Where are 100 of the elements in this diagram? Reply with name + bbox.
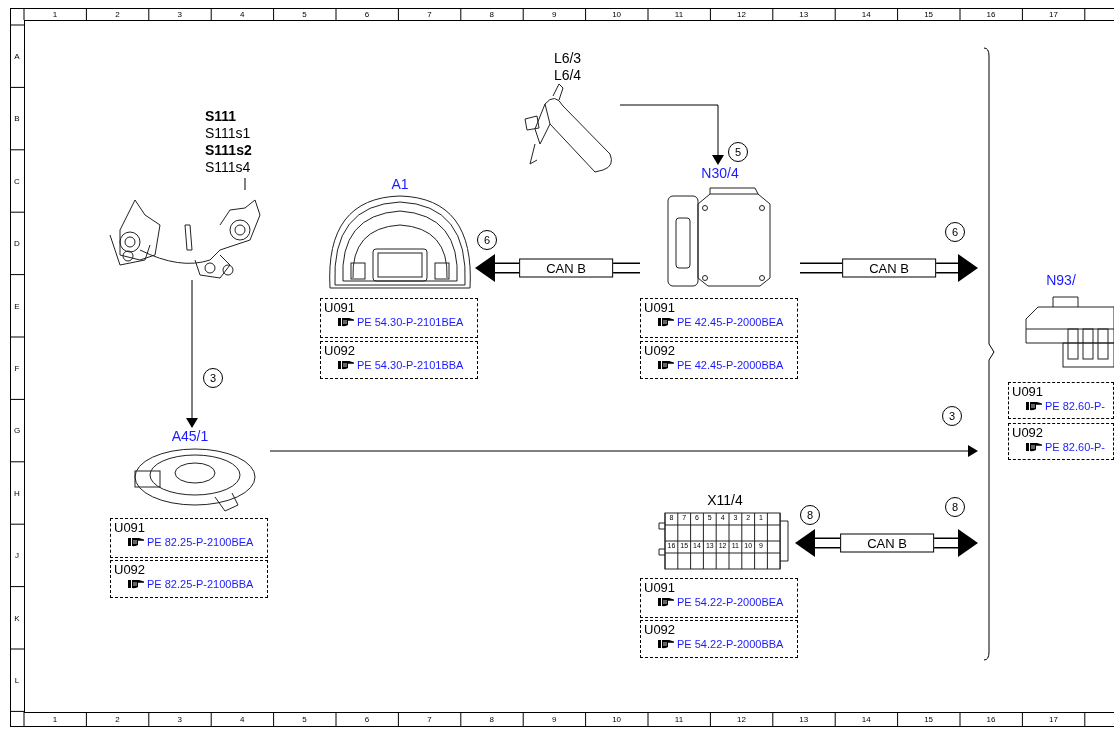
fault-code: U091 bbox=[644, 580, 677, 595]
reference-box bbox=[320, 298, 478, 338]
grid-reference: 14 bbox=[861, 9, 871, 19]
grid-reference: 5 bbox=[302, 714, 307, 724]
document-reference: PE 54.22-P-2000BEA bbox=[677, 595, 784, 609]
reference-box bbox=[640, 341, 798, 379]
callout-number: 8 bbox=[945, 497, 965, 517]
grid-reference: 3 bbox=[177, 9, 182, 19]
document-reference: PE 54.22-P-2000BBA bbox=[677, 637, 784, 651]
grid-reference: 12 bbox=[736, 9, 746, 19]
grid-reference: J bbox=[15, 550, 19, 560]
grid-reference: 2 bbox=[115, 714, 120, 724]
leader-line bbox=[244, 177, 246, 191]
edge-label: CAN B bbox=[842, 258, 936, 278]
grid-reference: C bbox=[14, 176, 20, 186]
document-reference: PE 54.30-P-2101BEA bbox=[357, 315, 464, 329]
grid-reference: K bbox=[14, 613, 20, 623]
grid-reference: 8 bbox=[489, 9, 494, 19]
document-reference: PE 82.60-P- bbox=[1045, 440, 1105, 454]
grid-reference: 5 bbox=[302, 9, 307, 19]
grid-reference: 13 bbox=[799, 714, 809, 724]
document-reference: PE 42.45-P-2000BEA bbox=[677, 315, 784, 329]
fault-code: U091 bbox=[324, 300, 357, 315]
document-reference: PE 82.25-P-2100BBA bbox=[147, 577, 254, 591]
document-reference: PE 54.30-P-2101BBA bbox=[357, 358, 464, 372]
grid-reference: G bbox=[13, 425, 21, 435]
fault-code: U092 bbox=[1012, 425, 1045, 440]
grid-reference: 13 bbox=[799, 9, 809, 19]
grid-reference: 15 bbox=[924, 714, 934, 724]
part-number: S111s2 bbox=[205, 142, 252, 159]
edge-label: CAN B bbox=[519, 258, 613, 278]
part-number: S111s4 bbox=[205, 159, 251, 176]
fault-code: U092 bbox=[644, 622, 677, 637]
grid-reference: 15 bbox=[924, 9, 934, 19]
reference-box bbox=[640, 578, 798, 618]
fault-code: U092 bbox=[324, 343, 357, 358]
component-label: A1 bbox=[391, 176, 409, 193]
fault-code: U091 bbox=[644, 300, 677, 315]
grid-reference: 16 bbox=[986, 714, 996, 724]
document-reference: PE 82.60-P- bbox=[1045, 399, 1105, 413]
edge-label: CAN B bbox=[840, 533, 934, 553]
grid-reference: 6 bbox=[364, 714, 370, 724]
grid-reference: 9 bbox=[551, 9, 557, 19]
reference-box bbox=[1008, 423, 1114, 460]
reference-box bbox=[110, 560, 268, 598]
grid-reference: 16 bbox=[986, 9, 996, 19]
reference-box bbox=[640, 298, 798, 338]
callout-number: 8 bbox=[800, 505, 820, 525]
arrow bbox=[186, 279, 198, 428]
grid-reference: 2 bbox=[115, 9, 120, 19]
grid-reference: 11 bbox=[674, 714, 684, 724]
grid-reference: 1 bbox=[52, 714, 58, 724]
grid-reference: 10 bbox=[612, 714, 622, 724]
grid-reference: H bbox=[14, 488, 20, 498]
grid-reference: E bbox=[14, 301, 20, 311]
document-reference: PE 42.45-P-2000BBA bbox=[677, 358, 784, 372]
callout-number: 3 bbox=[203, 368, 223, 388]
grid-reference: 3 bbox=[177, 714, 182, 724]
grid-reference: A bbox=[14, 51, 20, 61]
component-label: X11/4 bbox=[707, 492, 743, 509]
reference-box bbox=[320, 341, 478, 379]
component-label: L6/4 bbox=[553, 67, 582, 84]
grid-reference: 8 bbox=[489, 714, 494, 724]
grid-reference: 11 bbox=[674, 9, 684, 19]
grid-reference: 17 bbox=[1048, 714, 1058, 724]
callout-number: 3 bbox=[942, 406, 962, 426]
reference-box bbox=[640, 620, 798, 658]
grid-reference: D bbox=[14, 238, 20, 248]
arrow bbox=[619, 104, 724, 165]
grid-reference: 9 bbox=[551, 714, 557, 724]
document-reference: PE 82.25-P-2100BEA bbox=[147, 535, 254, 549]
grid-reference: F bbox=[14, 363, 20, 373]
fault-code: U092 bbox=[114, 562, 147, 577]
part-number: S111 bbox=[205, 108, 237, 125]
callout-number: 5 bbox=[728, 142, 748, 162]
grid-reference: 7 bbox=[427, 714, 432, 724]
callout-number: 6 bbox=[945, 222, 965, 242]
grid-reference: L bbox=[14, 675, 20, 685]
grid-reference: 10 bbox=[612, 9, 622, 19]
component-label: A45/1 bbox=[171, 428, 209, 445]
grid-reference: 4 bbox=[239, 714, 245, 724]
fault-code: U091 bbox=[114, 520, 147, 535]
reference-box bbox=[110, 518, 268, 558]
grid-reference: 6 bbox=[364, 9, 370, 19]
fault-code: U092 bbox=[644, 343, 677, 358]
grid-reference: 14 bbox=[861, 714, 871, 724]
component-label: N93/ bbox=[1046, 272, 1076, 289]
arrow bbox=[269, 445, 978, 457]
reference-box bbox=[1008, 382, 1114, 419]
component-label: N30/4 bbox=[701, 165, 739, 182]
grid-reference: B bbox=[14, 113, 20, 123]
fault-code: U091 bbox=[1012, 384, 1045, 399]
callout-number: 6 bbox=[477, 230, 497, 250]
grid-reference: 1 bbox=[52, 9, 58, 19]
grid-reference: 12 bbox=[736, 714, 746, 724]
part-number: S111s1 bbox=[205, 125, 251, 142]
grid-reference: 17 bbox=[1048, 9, 1058, 19]
component-label: L6/3 bbox=[553, 50, 582, 67]
grid-reference: 4 bbox=[239, 9, 245, 19]
grid-reference: 7 bbox=[427, 9, 432, 19]
